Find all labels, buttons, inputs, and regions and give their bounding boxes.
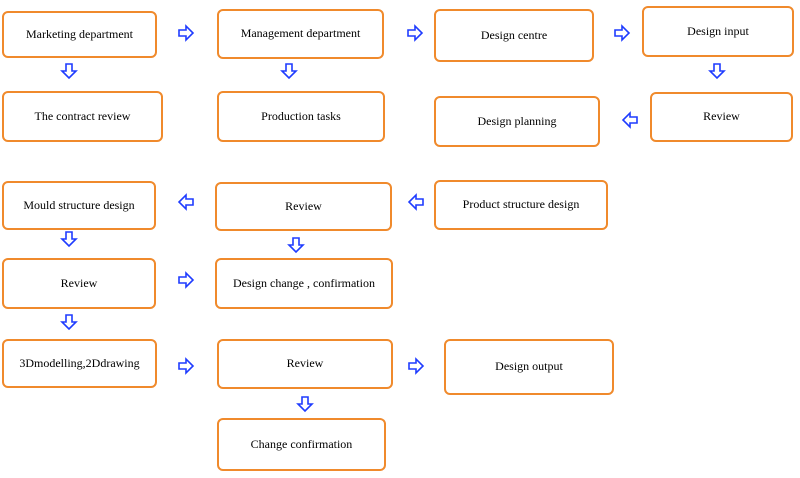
box-3d-modelling-2d-drawing: 3Dmodelling,2Ddrawing bbox=[2, 339, 157, 388]
box-design-planning: Design planning bbox=[434, 96, 600, 147]
box-label: Marketing department bbox=[26, 26, 133, 41]
hollow-arrow-right-icon bbox=[407, 357, 425, 375]
box-label: 3Dmodelling,2Ddrawing bbox=[19, 355, 140, 370]
box-review-modelling: Review bbox=[217, 339, 393, 389]
hollow-arrow-right-icon bbox=[177, 24, 195, 42]
hollow-arrow-down-icon bbox=[60, 313, 78, 331]
box-marketing-department: Marketing department bbox=[2, 11, 157, 58]
box-mould-structure-design: Mould structure design bbox=[2, 181, 156, 230]
hollow-arrow-down-icon bbox=[287, 236, 305, 254]
box-change-confirmation: Change confirmation bbox=[217, 418, 386, 471]
box-contract-review: The contract review bbox=[2, 91, 163, 142]
hollow-arrow-right-icon bbox=[177, 357, 195, 375]
box-review-product-design: Review bbox=[215, 182, 392, 231]
box-production-tasks: Production tasks bbox=[217, 91, 385, 142]
box-label: Design centre bbox=[480, 27, 548, 42]
hollow-arrow-down-icon bbox=[60, 62, 78, 80]
box-design-output: Design output bbox=[444, 339, 614, 395]
box-label: Design output bbox=[495, 359, 563, 374]
hollow-arrow-down-icon bbox=[296, 395, 314, 413]
box-label: Review bbox=[60, 275, 98, 290]
box-management-department: Management department bbox=[217, 9, 384, 59]
box-label: Production tasks bbox=[261, 108, 341, 123]
box-label: Design input bbox=[687, 23, 749, 38]
hollow-arrow-left-icon bbox=[177, 193, 195, 211]
hollow-arrow-left-icon bbox=[407, 193, 425, 211]
box-review-mould-design: Review bbox=[2, 258, 156, 309]
box-label: Design planning bbox=[477, 113, 557, 128]
box-design-centre: Design centre bbox=[434, 9, 594, 62]
hollow-arrow-left-icon bbox=[621, 111, 639, 129]
hollow-arrow-right-icon bbox=[613, 24, 631, 42]
box-label: Change confirmation bbox=[250, 436, 353, 451]
box-design-input: Design input bbox=[642, 6, 794, 57]
hollow-arrow-right-icon bbox=[177, 271, 195, 289]
box-label: Product structure design bbox=[462, 197, 580, 212]
hollow-arrow-down-icon bbox=[280, 62, 298, 80]
hollow-arrow-down-icon bbox=[708, 62, 726, 80]
box-review-design-input: Review bbox=[650, 92, 793, 142]
box-product-structure-design: Product structure design bbox=[434, 180, 608, 230]
hollow-arrow-down-icon bbox=[60, 230, 78, 248]
hollow-arrow-right-icon bbox=[406, 24, 424, 42]
box-design-change-confirmation: Design change , confirmation bbox=[215, 258, 393, 309]
box-label: Design change , confirmation bbox=[233, 275, 375, 290]
box-label: Review bbox=[703, 109, 740, 124]
box-label: Mould structure design bbox=[23, 197, 135, 212]
box-label: Management department bbox=[240, 26, 361, 41]
box-label: Review bbox=[286, 356, 324, 371]
box-label: Review bbox=[285, 198, 322, 213]
box-label: The contract review bbox=[34, 108, 131, 123]
